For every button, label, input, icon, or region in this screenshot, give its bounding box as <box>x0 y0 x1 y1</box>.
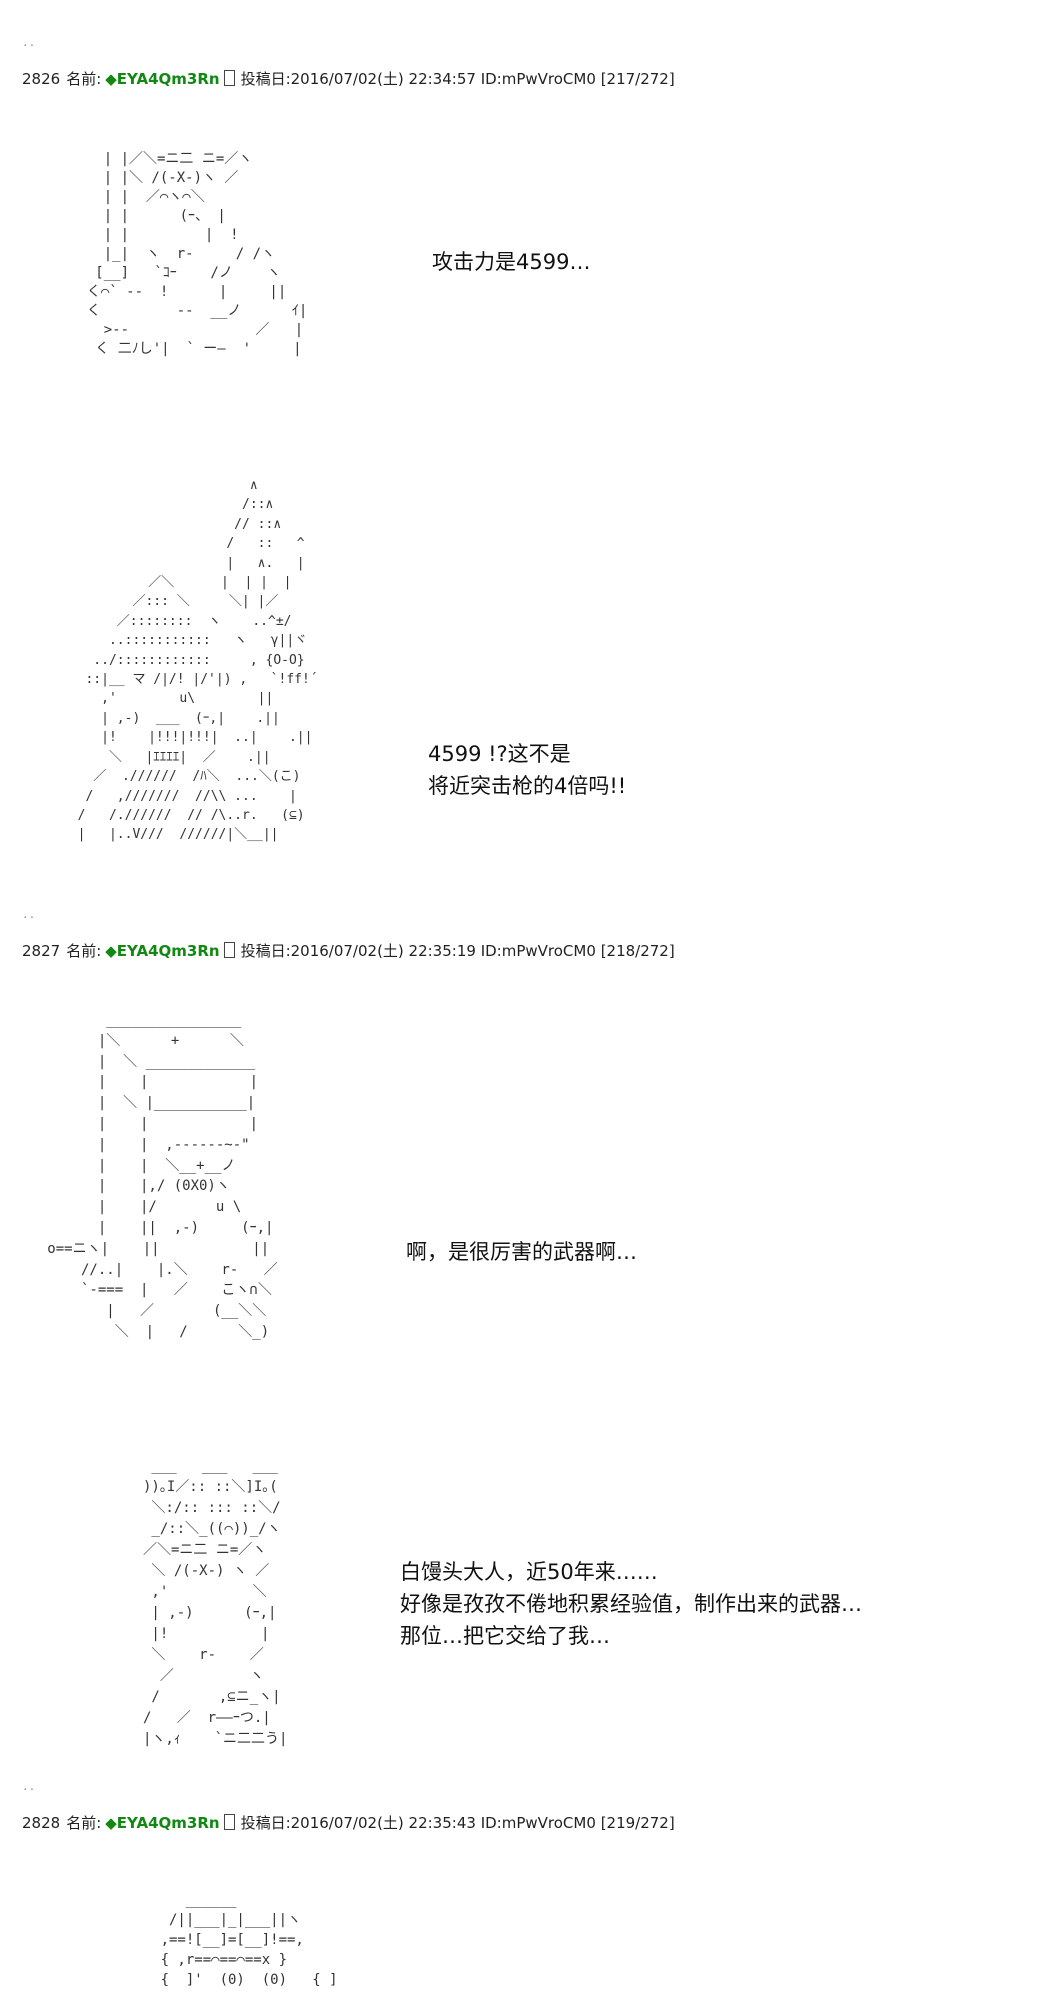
poster-id: ID:mPwVroCM0 <box>480 70 596 88</box>
ascii-art: ______ /||___|_|___||ヽ ,==![__]=[__]!==,… <box>160 1892 338 1988</box>
name-label: 名前: <box>66 70 102 88</box>
dialogue-caption: 攻击力是4599… <box>432 246 590 278</box>
ascii-art: ________________ |＼ + ＼ | ＼ ____________… <box>47 1012 278 1340</box>
poster-id: ID:mPwVroCM0 <box>480 942 596 960</box>
post-counter: [218/272] <box>600 942 675 960</box>
missing-glyph-icon <box>223 70 235 86</box>
separator-dots: .. <box>22 908 36 921</box>
ascii-art: | |／＼=ニ二 ニ=／ヽ | |＼ /(-X-)ヽ ／ | | ／⌒ヽ⌒＼ |… <box>86 151 308 357</box>
post-date: 投稿日:2016/07/02(土) 22:35:19 <box>240 942 476 960</box>
post-date: 投稿日:2016/07/02(土) 22:34:57 <box>240 70 476 88</box>
caption-line: 好像是孜孜不倦地积累经验值，制作出来的武器… <box>400 1592 862 1616</box>
post-header: 2828 名前:◆EYA4Qm3Rn 投稿日:2016/07/02(土) 22:35… <box>22 1812 675 1833</box>
poster-trip: ◆EYA4Qm3Rn <box>105 1814 220 1832</box>
post-header: 2827 名前:◆EYA4Qm3Rn 投稿日:2016/07/02(土) 22:35… <box>22 940 675 961</box>
poster-trip: ◆EYA4Qm3Rn <box>105 70 220 88</box>
caption-line: 将近突击枪的4倍吗!! <box>428 774 627 798</box>
caption-line: 4599 !?这不是 <box>428 742 571 766</box>
post-number[interactable]: 2826 <box>22 70 61 88</box>
dialogue-caption: 白馒头大人，近50年来…… 好像是孜孜不倦地积累经验值，制作出来的武器… 那位…… <box>400 1556 862 1652</box>
caption-line: 那位…把它交给了我… <box>400 1624 610 1648</box>
post-number[interactable]: 2828 <box>22 1814 61 1832</box>
caption-line: 攻击力是4599… <box>432 250 591 274</box>
post-counter: [217/272] <box>600 70 675 88</box>
post-header: 2826 名前:◆EYA4Qm3Rn 投稿日:2016/07/02(土) 22:34… <box>22 68 675 89</box>
ascii-art: ∧ /::∧ // ::∧ / :: ^ | ∧. | ／＼ | | | | ／… <box>77 478 318 843</box>
dialogue-caption: 啊，是很厉害的武器啊… <box>406 1236 637 1268</box>
missing-glyph-icon <box>223 1814 235 1830</box>
dialogue-caption: 4599 !?这不是 将近突击枪的4倍吗!! <box>428 738 626 802</box>
separator-dots: .. <box>22 1780 36 1793</box>
missing-glyph-icon <box>223 942 235 958</box>
name-label: 名前: <box>66 942 102 960</box>
poster-trip: ◆EYA4Qm3Rn <box>105 942 220 960</box>
post-number[interactable]: 2827 <box>22 942 61 960</box>
post-date: 投稿日:2016/07/02(土) 22:35:43 <box>240 1814 476 1832</box>
poster-id: ID:mPwVroCM0 <box>480 1814 596 1832</box>
separator-dots: .. <box>22 36 36 49</box>
ascii-art: ___ ___ ___ ))｡I／:: ::＼]I｡( ＼:/:: ::: ::… <box>143 1458 288 1747</box>
post-counter: [219/272] <box>600 1814 675 1832</box>
caption-line: 啊，是很厉害的武器啊… <box>406 1240 637 1264</box>
caption-line: 白馒头大人，近50年来…… <box>400 1560 658 1584</box>
name-label: 名前: <box>66 1814 102 1832</box>
